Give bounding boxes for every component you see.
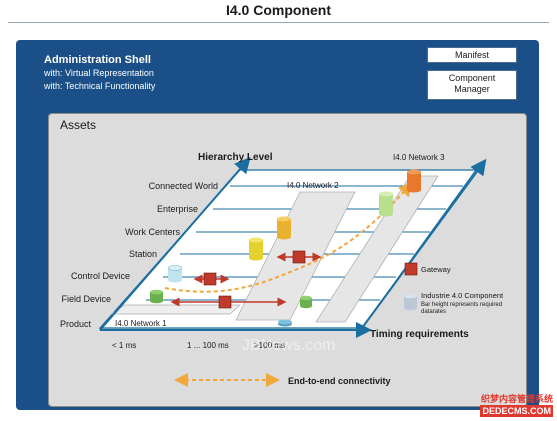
hierarchy-axis-label: Hierarchy Level <box>198 152 273 163</box>
legend-component-line2: Bar height represents required <box>421 302 502 308</box>
diagram-title: I4.0 Component <box>225 2 331 18</box>
title-divider <box>8 22 549 23</box>
component-network3-product <box>278 319 292 327</box>
component-network1-field <box>150 289 163 304</box>
network-3-strip <box>315 175 439 323</box>
level-label-field-device: Field Device <box>61 294 111 304</box>
component-manager-line2: Manager <box>454 84 490 94</box>
watermark-line2: DEDECMS.COM <box>480 405 553 417</box>
legend-gateway-label: Gateway <box>421 265 451 274</box>
level-label-enterprise: Enterprise <box>157 204 198 214</box>
legend-connectivity-label: End-to-end connectivity <box>288 376 391 386</box>
shell-line-virtual: with: Virtual Representation <box>44 68 154 78</box>
shell-line-technical: with: Technical Functionality <box>44 81 156 91</box>
gateway-3 <box>218 295 232 309</box>
level-label-product: Product <box>60 319 92 329</box>
timing-tick-2: 1 ... 100 ms <box>187 341 229 350</box>
legend-component-icon <box>404 293 417 311</box>
timing-tick-1: < 1 ms <box>112 341 136 350</box>
legend-gateway-icon <box>404 262 418 276</box>
watermark-center: JBNews.com <box>242 337 335 354</box>
gateway-1 <box>203 272 217 286</box>
hierarchy-axis-arrow <box>99 156 251 331</box>
plane-edge-arrow <box>361 158 487 329</box>
level-label-connected-world: Connected World <box>149 181 218 191</box>
network-1-label: I4.0 Network 1 <box>115 319 167 328</box>
network-2-label: I4.0 Network 2 <box>287 181 339 190</box>
level-label-control-device: Control Device <box>71 271 130 281</box>
site-watermark: 织梦内容管理系统 DEDECMS.COM <box>480 393 553 417</box>
component-network2-workcenter <box>277 216 291 240</box>
manifest-box: Manifest <box>427 47 517 63</box>
level-label-station: Station <box>129 249 157 259</box>
component-network2-field <box>300 295 312 309</box>
network-3-label: I4.0 Network 3 <box>393 153 445 162</box>
timing-tick-3: >100 ms <box>254 341 285 350</box>
component-network2-station <box>249 237 263 261</box>
level-label-work-centers: Work Centers <box>125 227 180 237</box>
legend-component-line1: Industrie 4.0 Component <box>421 291 504 300</box>
component-network3-enterprise <box>379 191 393 217</box>
timing-axis-label: Timing requirements <box>370 329 469 340</box>
component-manager-box: Component Manager <box>427 70 517 100</box>
connectivity-path <box>164 182 413 293</box>
shell-description: Administration Shell with: Virtual Repre… <box>44 54 155 93</box>
manifest-label: Manifest <box>454 50 489 60</box>
component-network1-control <box>167 265 183 283</box>
gateway-2 <box>292 250 306 264</box>
shell-heading: Administration Shell <box>44 54 151 66</box>
component-network3-connected <box>407 169 421 193</box>
assets-label: Assets <box>60 118 97 132</box>
component-manager-line1: Component <box>448 73 496 83</box>
legend-component-line3: datarates <box>421 309 446 315</box>
watermark-line1: 织梦内容管理系统 <box>480 394 553 404</box>
